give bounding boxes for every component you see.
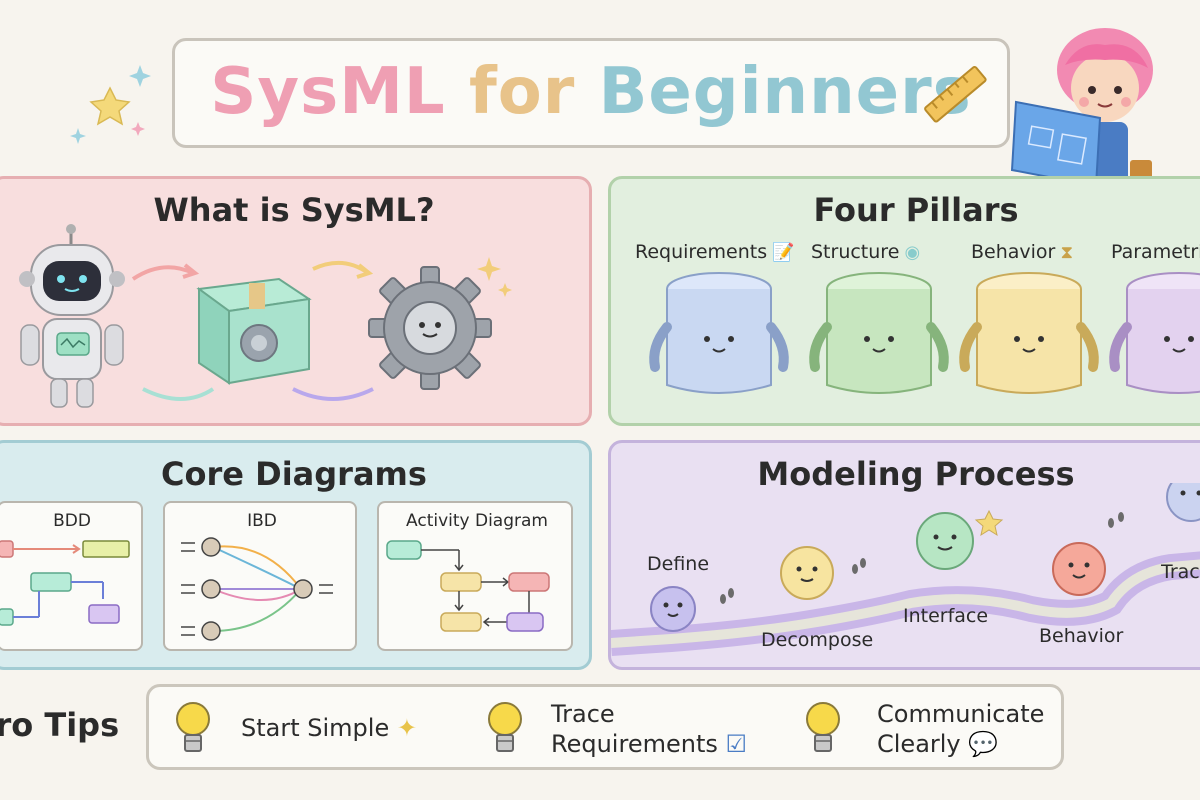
step-decompose-label: Decompose [761,629,874,651]
four-heading: Four Pillars [813,191,1019,229]
star-icon [89,86,131,126]
title-word-3: Beginners [598,55,972,129]
pillar-label-parametrics: Parametrics [1111,241,1200,263]
pillar-label-behavior: Behavior ⧗ [971,241,1074,263]
what-heading: What is SysML? [153,191,435,229]
sparkle-icon [129,65,151,87]
sparkle-icon [477,257,512,297]
page-title: SysML for Beginners [175,55,1007,129]
checkbox-icon: ☑ [725,730,748,758]
ibd-card: IBD [163,501,357,651]
lightbulb-icon [176,702,210,752]
lightbulb-icon [488,702,522,752]
bdd-card: BDD [0,501,143,651]
circles-icon: ◉ [904,242,921,263]
ibd-label: IBD [247,511,277,531]
sparkle-icon [131,122,145,136]
step-decompose-character [780,546,834,600]
step-behavior-character [1052,542,1106,596]
step-interface-label: Interface [903,605,989,627]
note-icon: 📝 [772,242,795,263]
footprints-icon [720,512,1124,604]
bdd-diagram-icon [0,540,130,626]
pillar-characters [649,272,1200,394]
lightbulb-icon [806,702,840,752]
activity-diagram-label: Activity Diagram [406,511,548,531]
step-trace-character [1166,483,1200,522]
speech-bubble-icon: 💬 [968,730,999,758]
step-trace-label: Trace [1161,561,1200,583]
title-banner: SysML for Beginners [172,38,1010,148]
four-pillars-panel: Four Pillars Requirements 📝 Structure ◉ … [608,176,1200,426]
activity-diagram-icon [386,540,550,632]
box-icon [196,277,312,385]
gear-icon [368,266,492,390]
process-heading: Modeling Process [757,455,1075,493]
title-word-2: for [468,55,576,129]
robot-icon [19,224,125,408]
step-define-character [650,586,696,632]
tip-trace-requirements: Trace Requirements ☑ [551,700,748,758]
tip-start-simple: Start Simple ✦ [241,714,417,742]
step-interface-character [916,512,974,570]
modeling-process-panel: Modeling Process [608,440,1200,670]
process-path-illustration [611,483,1200,656]
what-is-sysml-panel: What is SysML? [0,176,592,426]
flow-arrows-decoration [131,261,374,401]
step-define-label: Define [647,553,710,575]
pillar-label-structure: Structure ◉ [811,241,921,263]
sparkle-icon [70,128,86,144]
title-word-1: SysML [210,55,446,129]
sparkle-stars-decoration [70,65,151,144]
core-heading: Core Diagrams [161,455,427,493]
pro-tips-panel: Start Simple ✦ Trace Requirements ☑ Comm… [146,684,1064,770]
tip-communicate-clearly: Communicate Clearly 💬 [877,700,1045,758]
pillar-label-requirements: Requirements 📝 [635,241,795,263]
ruler-icon [924,65,987,123]
tips-heading: Pro Tips [0,706,120,744]
sparkle-icon: ✦ [396,714,417,742]
ibd-diagram-icon [181,537,333,641]
star-icon [974,509,1004,537]
step-behavior-label: Behavior [1039,625,1124,647]
bdd-label: BDD [53,511,91,531]
hourglass-icon: ⧗ [1060,242,1074,263]
pillar-structure [809,272,949,394]
pillar-parametrics [1109,272,1200,394]
blueprint-icon [1010,100,1102,188]
activity-diagram-card: Activity Diagram [377,501,573,651]
core-diagrams-panel: Core Diagrams BDD IBD [0,440,592,670]
pillar-behavior [959,272,1099,394]
pillar-requirements [649,272,789,394]
